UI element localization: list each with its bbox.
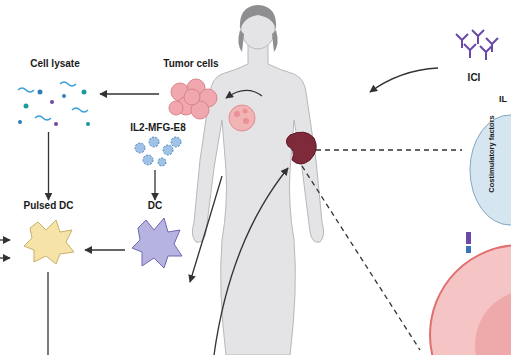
flow-arrow [48, 132, 49, 200]
icon-group: Cell lysate [10, 58, 100, 132]
t-cell [470, 115, 511, 225]
icon-group: Pulsed DC [12, 200, 85, 270]
node-label: Tumor cells [163, 58, 218, 70]
flow-arrow [85, 249, 125, 250]
curved-arrow [214, 168, 288, 355]
arrow [0, 239, 10, 240]
icon-group: DC [125, 200, 185, 272]
flow-arrow [100, 93, 159, 94]
curved-arrow [190, 176, 222, 282]
dashed-leader [316, 149, 462, 150]
antibody-icon [456, 30, 498, 60]
tumor-nucleus [475, 290, 511, 355]
lysate-icon [18, 82, 90, 126]
node-label: ICI [468, 72, 481, 84]
icon-group: ICI [445, 24, 503, 84]
breast-tumor [229, 105, 255, 131]
node-label: Cell lysate [30, 58, 79, 70]
arrow [47, 272, 48, 355]
pulsed-dc-icon [24, 220, 74, 264]
tumor-cells-icon [169, 79, 217, 119]
flow-arrow [154, 170, 155, 200]
node-label: IL2-MFG-E8 [130, 122, 186, 134]
curved-arrow [226, 90, 262, 98]
tumor-cell [430, 245, 511, 355]
node-label: Pulsed DC [23, 200, 73, 212]
cut-label: IL [499, 94, 507, 104]
dashed-leader [302, 166, 420, 350]
body-figure [192, 5, 323, 355]
icon-group: Tumor cells [159, 58, 223, 130]
receptor [466, 246, 471, 253]
icon-group: IL2-MFG-E8 [120, 122, 196, 170]
curved-arrow [370, 68, 438, 92]
rotated-label: Costimulatory factors [487, 115, 497, 193]
dc-icon [132, 218, 182, 268]
receptor [466, 232, 471, 244]
arrow [0, 257, 10, 258]
il2-mfg-e8-icon [135, 137, 181, 166]
node-label: DC [148, 200, 162, 212]
spleen [286, 132, 316, 164]
